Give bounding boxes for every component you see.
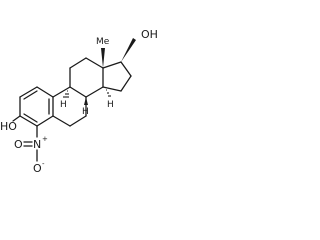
h14-hashed-bond: [106, 89, 111, 97]
stereo-h-14-label: H: [107, 100, 114, 110]
nitro-o-down-label: O: [33, 162, 42, 175]
h8-wedge: [84, 97, 88, 105]
methyl-wedge: [101, 48, 105, 68]
hydroxyl-3-bond: [12, 115, 21, 122]
ring-c: [69, 57, 104, 98]
nitro-o-left-label: O: [14, 138, 23, 151]
nitro-n-label: N: [33, 138, 41, 151]
stereo-h-9-label: H: [60, 100, 67, 110]
hydroxyl-top-label: OH: [141, 28, 158, 41]
methyl-label: Me: [96, 37, 110, 47]
hydroxyl-17-bond: [121, 38, 136, 62]
ring-a-aromatic: [19, 86, 54, 127]
nitro-n-charge: +: [42, 135, 48, 143]
h9-hashed-bond: [63, 90, 69, 98]
hydroxyl-left-label: HO: [0, 120, 17, 133]
stereo-h-8-label: H: [82, 107, 89, 117]
nitro-o-down-charge: -: [42, 160, 45, 168]
ring-d: [102, 61, 132, 92]
ring-b: [52, 86, 87, 127]
molecule-structure: OH Me H H H HO N + O - O: [0, 28, 158, 175]
